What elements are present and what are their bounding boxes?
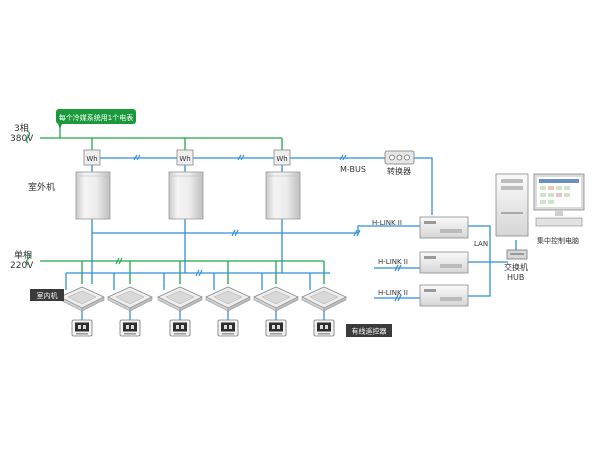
outdoor-unit xyxy=(265,171,301,220)
wired-controller xyxy=(169,319,191,337)
wired-controller xyxy=(265,319,287,337)
mbus-converter xyxy=(384,150,415,165)
break-marks xyxy=(133,154,402,302)
outdoor-unit-label: 室外机 xyxy=(28,181,55,193)
svg-text:220V: 220V xyxy=(10,261,34,271)
svg-text:Wh: Wh xyxy=(179,155,190,163)
indoor-unit-tag: 室内机 xyxy=(30,289,64,301)
hub-label: 交换机 xyxy=(504,262,528,272)
indoor-unit xyxy=(205,286,251,312)
single-phase-label: 单相 220V xyxy=(10,249,34,271)
indoor-unit xyxy=(253,286,299,312)
svg-text:室内机: 室内机 xyxy=(37,291,58,300)
indoor-unit xyxy=(157,286,203,312)
hub-label: HUB xyxy=(507,273,524,282)
wired-controllers xyxy=(71,319,335,337)
svg-text:单相: 单相 xyxy=(14,249,32,261)
svg-text:有线遥控器: 有线遥控器 xyxy=(352,327,387,336)
power-wiring xyxy=(40,125,325,284)
svg-text:3相: 3相 xyxy=(14,122,29,134)
svg-text:每个冷媒系统用1个电表: 每个冷媒系统用1个电表 xyxy=(59,113,133,122)
hlink-label: H-LINK II xyxy=(378,289,408,297)
controller-tag: 有线遥控器 xyxy=(346,324,392,337)
wired-controller xyxy=(119,319,141,337)
outdoor-unit xyxy=(75,171,111,220)
meter-callout: 每个冷媒系统用1个电表 xyxy=(56,109,136,129)
mbus-label: M-BUS xyxy=(340,165,366,174)
hlink-adapter xyxy=(419,251,469,274)
outdoor-unit xyxy=(168,171,204,220)
wired-controller xyxy=(313,319,335,337)
svg-text:Wh: Wh xyxy=(276,155,287,163)
svg-text:Wh: Wh xyxy=(86,155,97,163)
hlink-label: H-LINK II xyxy=(378,258,408,266)
three-phase-label: 3相 380V xyxy=(10,122,34,144)
indoor-unit xyxy=(107,286,153,312)
hlink-label: H-LINK II xyxy=(372,219,402,227)
energy-meter: Wh xyxy=(273,149,291,166)
indoor-unit xyxy=(59,286,105,312)
energy-meter: Wh xyxy=(176,149,194,166)
power-break-marks xyxy=(25,130,123,266)
svg-text:380V: 380V xyxy=(10,134,34,144)
indoor-units xyxy=(59,286,347,312)
hlink-adapter xyxy=(419,216,469,239)
energy-meter: Wh xyxy=(83,149,101,166)
hlink-adapter xyxy=(419,284,469,307)
lan-label: LAN xyxy=(474,240,488,248)
central-computer xyxy=(495,173,585,237)
indoor-unit xyxy=(301,286,347,312)
wired-controller xyxy=(217,319,239,337)
computer-label: 集中控制电脑 xyxy=(537,236,579,245)
network-hub xyxy=(506,249,528,260)
wired-controller xyxy=(71,319,93,337)
converter-label: 转换器 xyxy=(387,166,411,176)
